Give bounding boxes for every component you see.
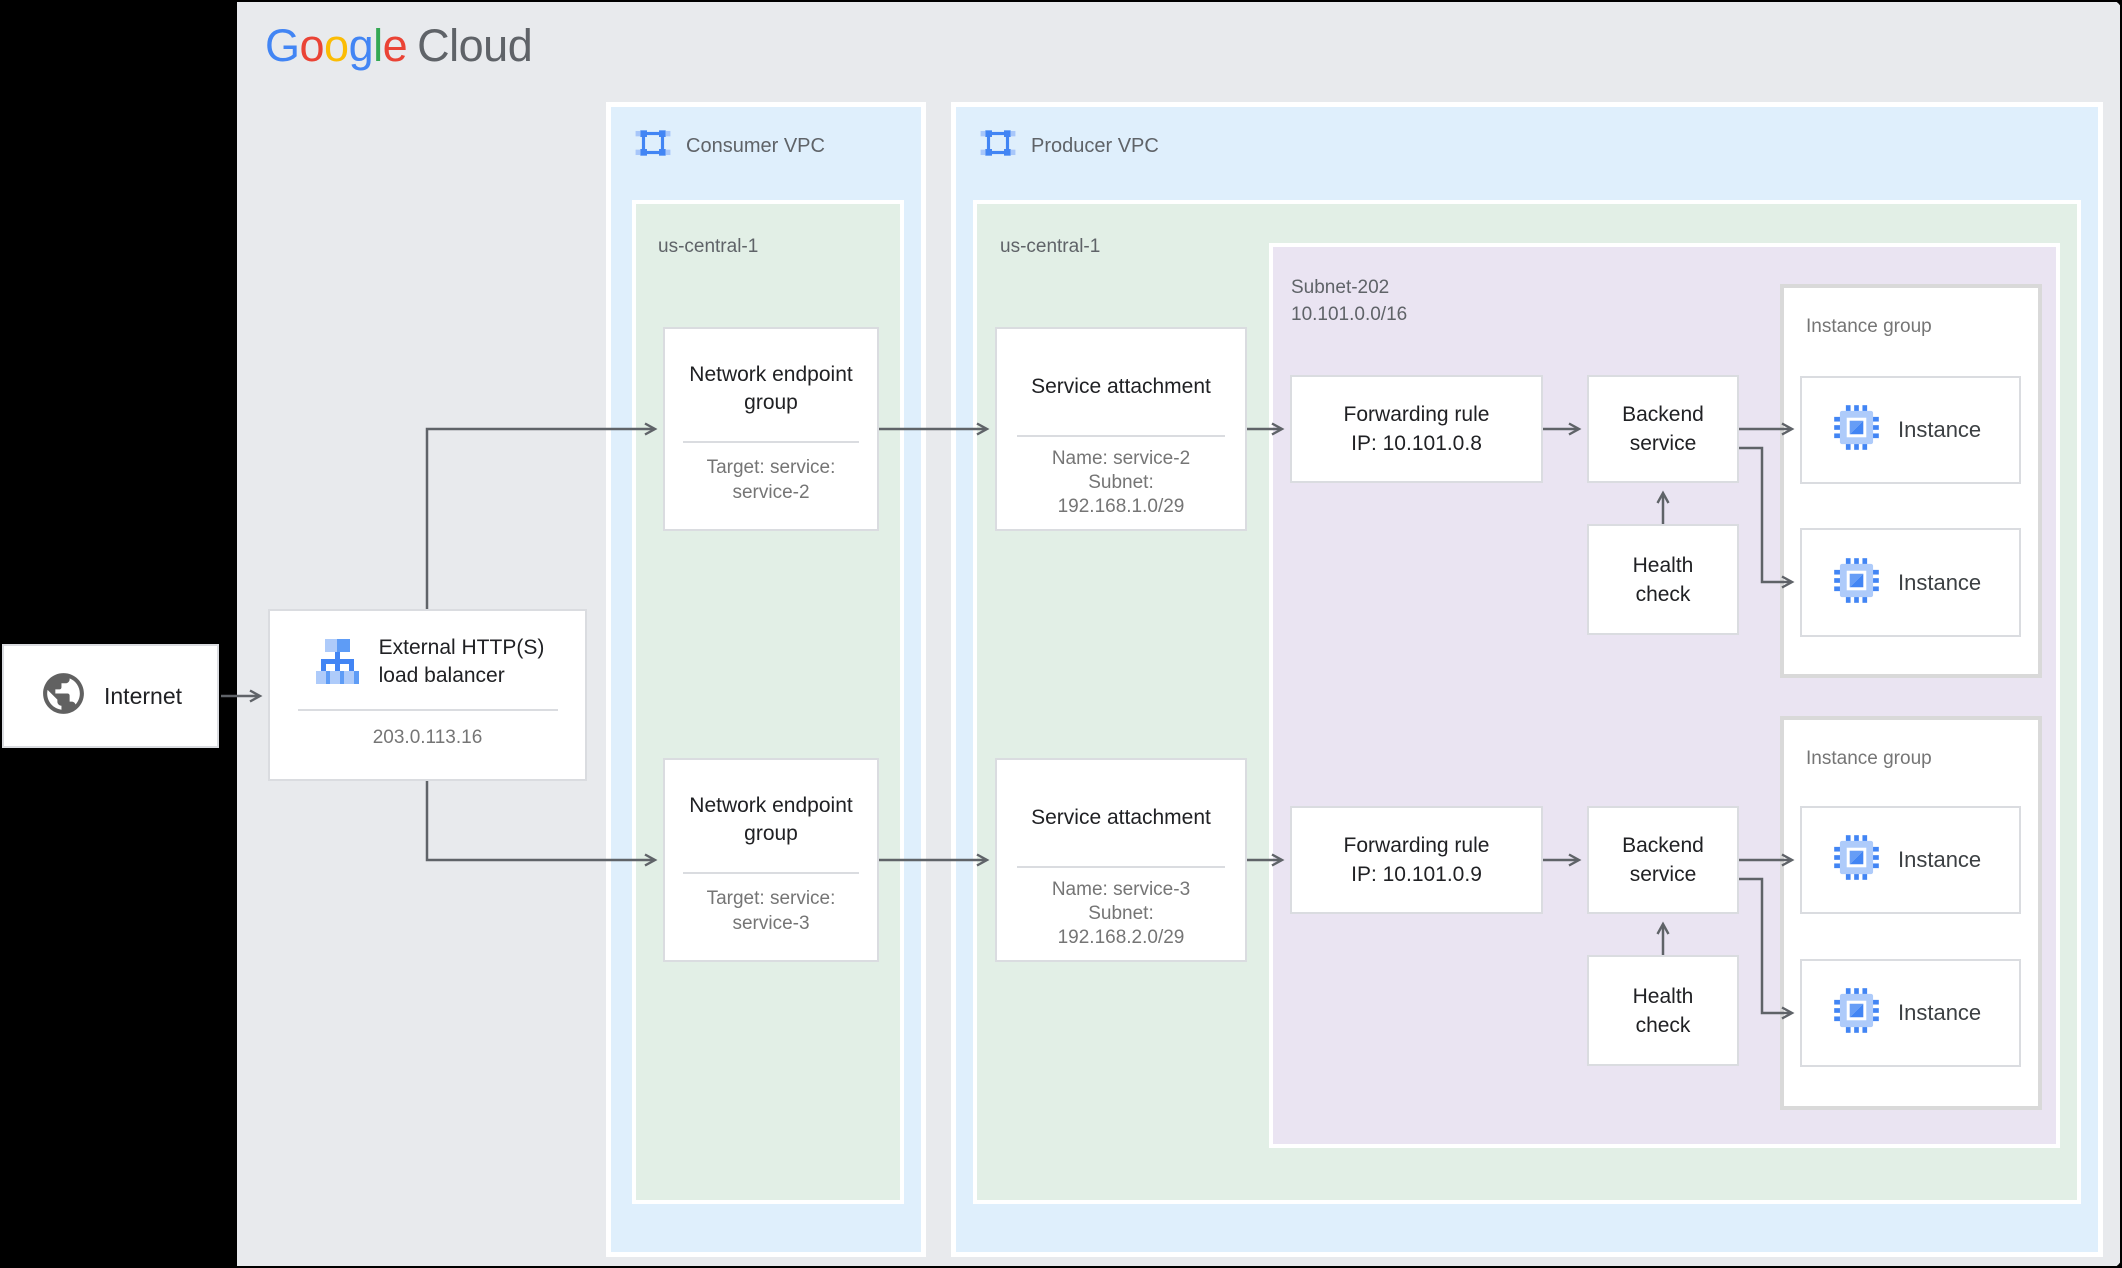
sa-detail-line: Subnet: (1088, 472, 1154, 493)
fr-line: Forwarding rule (1343, 403, 1490, 426)
logo-cloud-text: Cloud (417, 20, 533, 71)
fr-line: Forwarding rule (1343, 834, 1490, 857)
neg-target-line: Target: service: (706, 457, 836, 478)
instance-group-label: Instance group (1806, 748, 1932, 769)
internet-node: Internet (2, 644, 219, 748)
fr-ip: IP: 10.101.0.9 (1351, 863, 1482, 886)
compute-instance-icon (1831, 555, 1882, 611)
sa-detail-line: 192.168.2.0/29 (1057, 927, 1185, 948)
network-endpoint-group-node-2: Network endpoint group Target: service: … (663, 758, 879, 962)
compute-instance-icon (1831, 832, 1882, 888)
logo-letter: e (382, 20, 408, 71)
compute-instance-icon (1831, 985, 1882, 1041)
logo-letter: G (265, 20, 300, 71)
vpc-icon (979, 124, 1017, 168)
neg-title: Network endpoint group (689, 363, 853, 414)
divider (683, 441, 859, 443)
producer-region-label: us-central-1 (1000, 236, 1101, 257)
lb-title-line: External HTTP(S) (378, 636, 545, 659)
load-balancer-icon (311, 634, 363, 691)
logo-letter: o (299, 20, 325, 71)
health-check-node-1: Health check (1587, 524, 1739, 635)
subnet-label: Subnet-202 10.101.0.0/16 (1291, 274, 1407, 328)
producer-vpc-header: Producer VPC (979, 124, 1159, 168)
subnet-cidr: 10.101.0.0/16 (1291, 304, 1408, 325)
divider (683, 872, 859, 874)
globe-icon (39, 669, 88, 723)
consumer-vpc-label: Consumer VPC (686, 134, 825, 157)
instance-label: Instance (1898, 1000, 1982, 1025)
vpc-icon (634, 124, 672, 168)
backend-service-node-2: Backend service (1587, 806, 1739, 914)
compute-instance-icon (1831, 402, 1882, 458)
service-attachment-node-2: Service attachment Name: service-3 Subne… (995, 758, 1247, 962)
sa-detail-line: Subnet: (1088, 903, 1154, 924)
sa-title: Service attachment (1031, 806, 1211, 829)
instance-node: Instance (1800, 959, 2021, 1067)
sa-detail-line: Name: service-2 (1051, 448, 1191, 469)
forwarding-rule-node-1: Forwarding rule IP: 10.101.0.8 (1290, 375, 1543, 483)
hc-line: Health (1632, 984, 1694, 1008)
forwarding-rule-node-2: Forwarding rule IP: 10.101.0.9 (1290, 806, 1543, 914)
logo-letter: l (373, 20, 383, 71)
sa-detail-line: 192.168.1.0/29 (1057, 496, 1185, 517)
instance-node: Instance (1800, 806, 2021, 914)
instance-node: Instance (1800, 528, 2021, 637)
instance-group-label: Instance group (1806, 316, 1932, 337)
sa-title: Service attachment (1031, 375, 1211, 398)
network-endpoint-group-node-1: Network endpoint group Target: service: … (663, 327, 879, 531)
consumer-region-label: us-central-1 (658, 236, 759, 257)
hc-line: check (1635, 1013, 1691, 1037)
neg-title: Network endpoint group (689, 794, 853, 845)
lb-ip-address: 203.0.113.16 (372, 727, 483, 748)
fr-ip: IP: 10.101.0.8 (1351, 432, 1482, 455)
instance-node: Instance (1800, 376, 2021, 484)
neg-target-line: Target: service: (706, 888, 836, 909)
neg-target-line: service-2 (732, 482, 810, 503)
sa-detail-line: Name: service-3 (1051, 879, 1191, 900)
producer-vpc-label: Producer VPC (1031, 134, 1159, 157)
neg-target-line: service-3 (732, 913, 810, 934)
bs-line: service (1629, 863, 1697, 886)
divider (1017, 866, 1225, 868)
instance-label: Instance (1898, 569, 1982, 595)
service-attachment-node-1: Service attachment Name: service-2 Subne… (995, 327, 1247, 531)
instance-label: Instance (1898, 417, 1982, 442)
logo-letter: o (324, 20, 349, 71)
divider (297, 709, 558, 711)
hc-line: check (1635, 582, 1691, 606)
internet-label: Internet (104, 682, 182, 709)
lb-title-line: load balancer (378, 664, 505, 687)
subnet-name: Subnet-202 (1291, 277, 1390, 298)
hc-line: Health (1632, 553, 1694, 577)
bs-line: service (1629, 432, 1697, 455)
bs-line: Backend (1622, 834, 1704, 857)
consumer-vpc-header: Consumer VPC (634, 124, 825, 168)
load-balancer-node: External HTTP(S) load balancer 203.0.113… (268, 609, 587, 781)
backend-service-node-1: Backend service (1587, 375, 1739, 483)
health-check-node-2: Health check (1587, 955, 1739, 1066)
divider (1017, 435, 1225, 437)
logo-letter: g (348, 20, 374, 71)
bs-line: Backend (1622, 403, 1704, 426)
instance-label: Instance (1898, 847, 1982, 872)
